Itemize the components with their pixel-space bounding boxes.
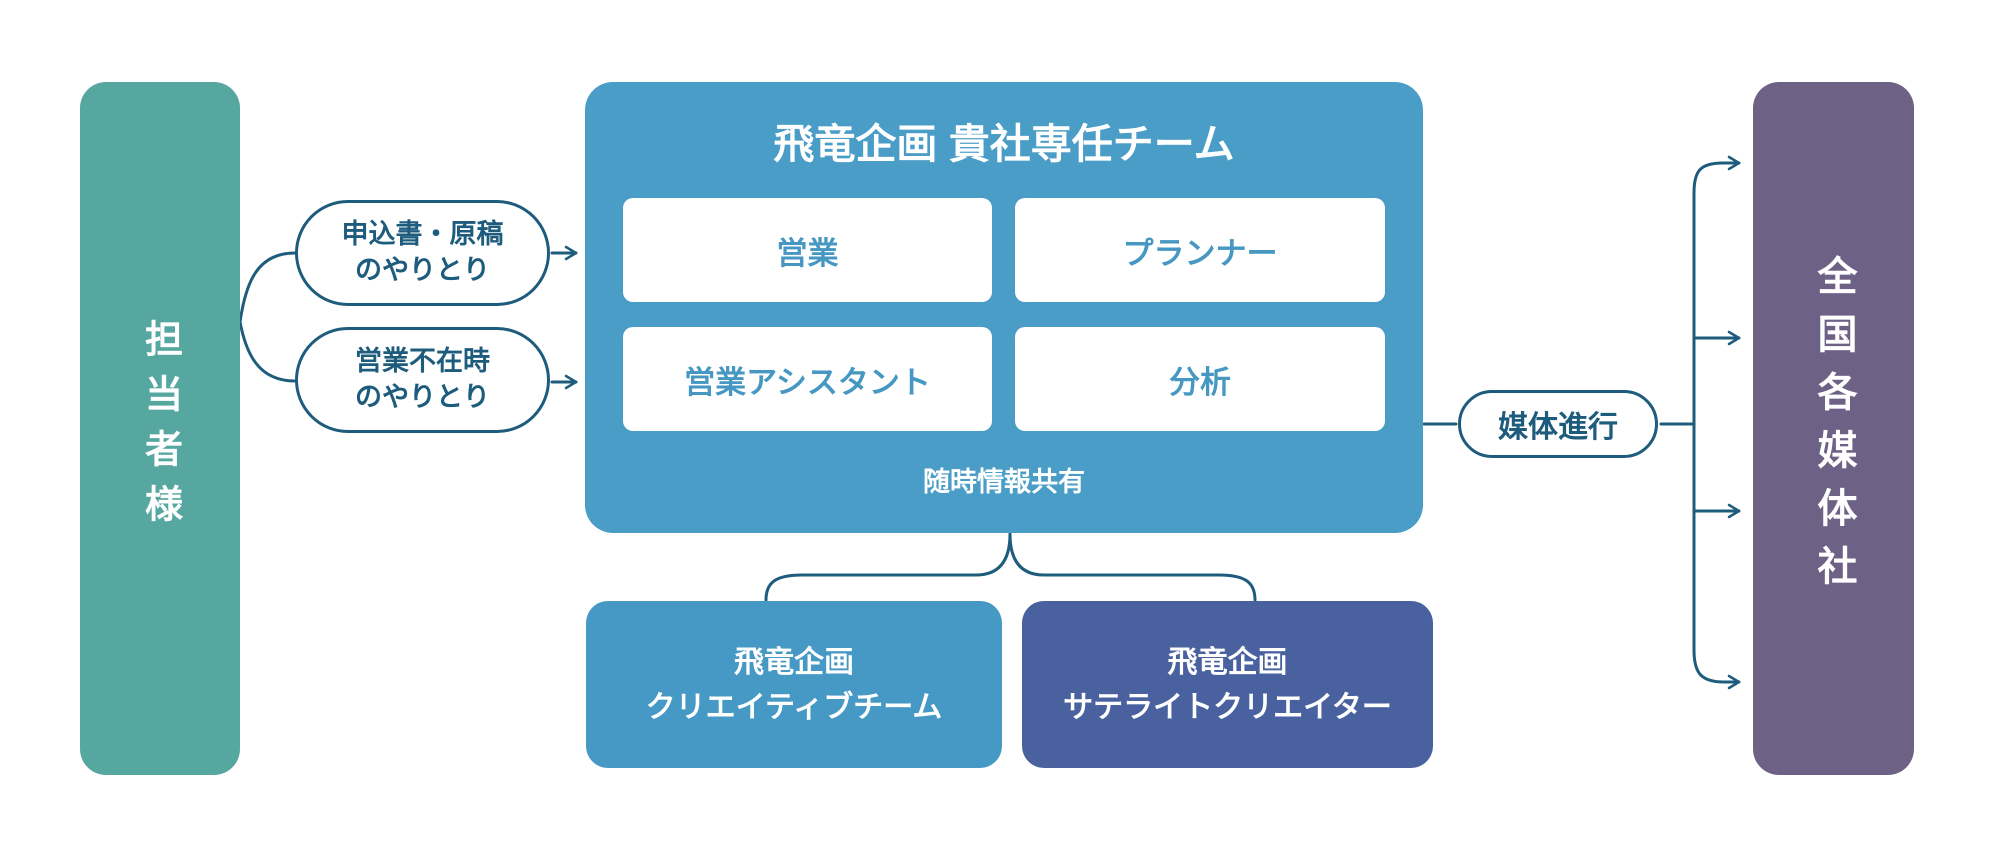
client-box: 担当者様 [80, 82, 240, 775]
team-title: 飛竜企画 貴社専任チーム [773, 121, 1235, 167]
media-box: 全国各媒体社 [1753, 82, 1914, 775]
team-partner-brace [764, 532, 1257, 602]
client-box-label: 担当者様 [138, 318, 181, 539]
member-card-sales-assistant-label: 営業アシスタント [684, 364, 931, 400]
media-flow-pill: 媒体進行 [1458, 390, 1658, 458]
member-card-sales: 営業 [623, 198, 992, 302]
media-box-label: 全国各媒体社 [1811, 254, 1856, 603]
media-flow-pill-label: 媒体進行 [1498, 411, 1618, 444]
interaction-pill-absence: 営業不在時 のやりとり [295, 327, 550, 433]
member-card-sales-label: 営業 [776, 235, 839, 271]
member-card-analysis-label: 分析 [1169, 364, 1231, 400]
interaction-pill-documents: 申込書・原稿 のやりとり [295, 200, 550, 306]
partner-box-satellite-creator-label: 飛竜企画 サテライトクリエイター [1063, 645, 1392, 724]
client-brace [238, 251, 297, 383]
partner-box-creative-team-label: 飛竜企画 クリエイティブチーム [645, 645, 943, 724]
partner-box-creative-team: 飛竜企画 クリエイティブチーム [586, 601, 1002, 768]
media-spine [1692, 161, 1726, 684]
member-card-planner: プランナー [1015, 198, 1385, 302]
interaction-pill-absence-label: 営業不在時 のやりとり [355, 346, 490, 412]
interaction-pill-documents-label: 申込書・原稿 のやりとり [341, 219, 504, 285]
member-card-analysis: 分析 [1015, 327, 1385, 431]
team-share-note: 随時情報共有 [923, 467, 1085, 497]
team-box: 飛竜企画 貴社専任チーム 営業 プランナー 営業アシスタント 分析 随時情報共有 [585, 82, 1423, 533]
partner-box-satellite-creator: 飛竜企画 サテライトクリエイター [1022, 601, 1433, 768]
member-card-sales-assistant: 営業アシスタント [623, 327, 992, 431]
member-card-planner-label: プランナー [1122, 235, 1278, 271]
